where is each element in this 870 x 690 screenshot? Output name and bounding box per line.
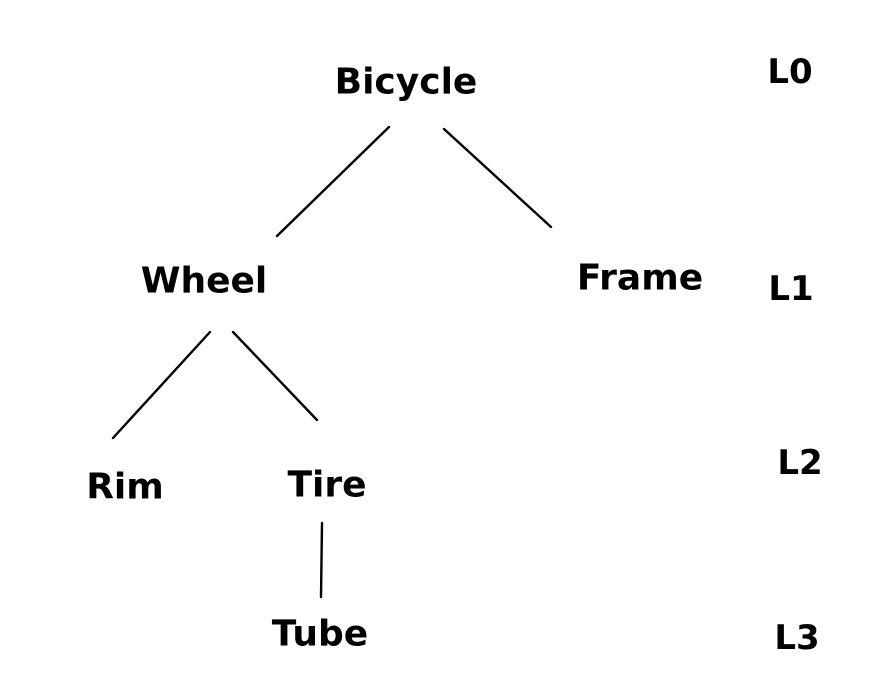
node-wheel: Wheel bbox=[140, 260, 268, 302]
edge-bicycle-wheel bbox=[275, 125, 391, 238]
edge-bicycle-frame bbox=[442, 127, 553, 229]
node-rim: Rim bbox=[86, 466, 164, 508]
node-bicycle: Bicycle bbox=[334, 61, 478, 103]
edge-wheel-tire bbox=[231, 330, 319, 422]
level-label-l3: L3 bbox=[774, 618, 820, 658]
edge-wheel-rim bbox=[111, 330, 212, 440]
node-tire: Tire bbox=[287, 464, 367, 506]
level-label-l1: L1 bbox=[768, 269, 814, 309]
level-label-l0: L0 bbox=[767, 52, 813, 92]
node-tube: Tube bbox=[271, 613, 369, 655]
node-frame: Frame bbox=[576, 257, 704, 299]
edge-tire-tube bbox=[319, 521, 324, 599]
level-label-l2: L2 bbox=[777, 443, 823, 483]
